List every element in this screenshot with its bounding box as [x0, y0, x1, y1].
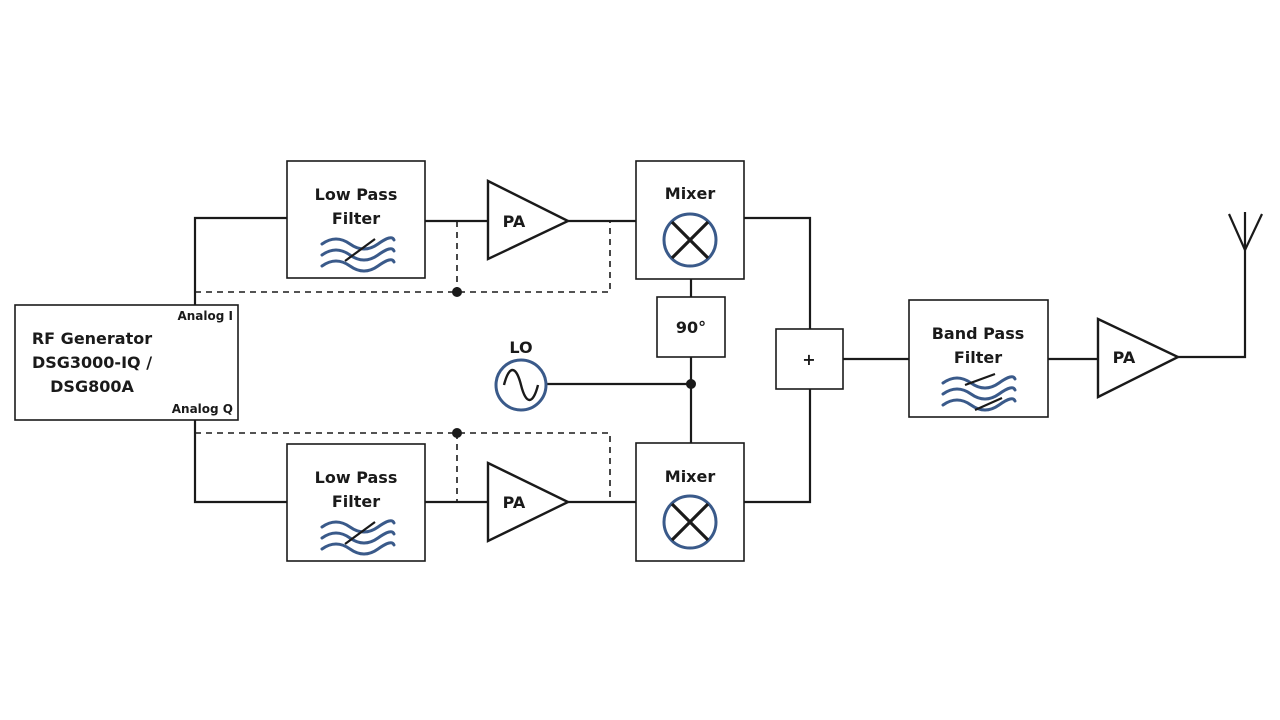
- signal-combiner: +: [775, 328, 844, 390]
- lpf-bottom-label-line2: Filter: [332, 492, 380, 511]
- wires: [193, 216, 1247, 504]
- phase-shifter-label: 90°: [676, 318, 706, 337]
- bpf-label-line2: Filter: [954, 348, 1002, 367]
- filter-wave-icon: [320, 519, 396, 556]
- mixer-bottom-label: Mixer: [665, 467, 716, 486]
- filter-wave-icon: [941, 372, 1017, 412]
- power-amplifier-bottom: PA: [486, 461, 571, 543]
- wire-pa-out-to-antenna: [1178, 248, 1247, 359]
- wire-mixer-top-to-combiner: [744, 216, 812, 329]
- rf-generator-block: RF Generator DSG3000-IQ / DSG800A Analog…: [14, 304, 239, 421]
- rf-generator-label-line1: RF Generator: [32, 329, 152, 348]
- mixer-x-icon: [662, 212, 718, 268]
- antenna-icon: [1227, 212, 1263, 253]
- power-amplifier-output: PA: [1096, 317, 1181, 399]
- lpf-top-label-line2: Filter: [332, 209, 380, 228]
- lpf-top-label-line1: Low Pass: [315, 185, 398, 204]
- mixer-bottom: Mixer: [635, 442, 745, 562]
- filter-wave-icon: [320, 236, 396, 273]
- bypass-paths: [195, 221, 611, 502]
- pa-output-label: PA: [1113, 348, 1136, 367]
- rf-generator-label-line2: DSG3000-IQ /: [32, 353, 152, 372]
- local-oscillator: LO: [494, 338, 548, 412]
- pa-top-label: PA: [503, 212, 526, 231]
- low-pass-filter-bottom: Low Pass Filter: [286, 443, 426, 562]
- junction-dot-top: [452, 287, 462, 297]
- lpf-bottom-label-line1: Low Pass: [315, 468, 398, 487]
- pa-bottom-label: PA: [503, 493, 526, 512]
- wire-gen-to-lpf-top: [193, 216, 287, 305]
- mixer-top: Mixer: [635, 160, 745, 280]
- rf-generator-label-line3: DSG800A: [50, 377, 134, 396]
- bpf-label-line1: Band Pass: [932, 324, 1025, 343]
- wire-gen-to-lpf-bottom: [193, 420, 287, 504]
- band-pass-filter: Band Pass Filter: [908, 299, 1049, 418]
- combiner-label: +: [802, 350, 815, 369]
- phase-shifter-90: 90°: [656, 296, 726, 358]
- bypass-top: [195, 221, 611, 293]
- mixer-x-icon: [662, 494, 718, 550]
- port-analog-i-label: Analog I: [177, 309, 233, 323]
- port-analog-q-label: Analog Q: [172, 402, 233, 416]
- wire-mixer-bottom-to-combiner: [744, 389, 812, 504]
- lo-label: LO: [509, 338, 532, 357]
- mixer-top-label: Mixer: [665, 184, 716, 203]
- junction-dot-bottom: [452, 428, 462, 438]
- sine-wave-icon: [494, 358, 548, 412]
- power-amplifier-top: PA: [486, 179, 571, 261]
- junction-dot-lo: [686, 379, 696, 389]
- low-pass-filter-top: Low Pass Filter: [286, 160, 426, 279]
